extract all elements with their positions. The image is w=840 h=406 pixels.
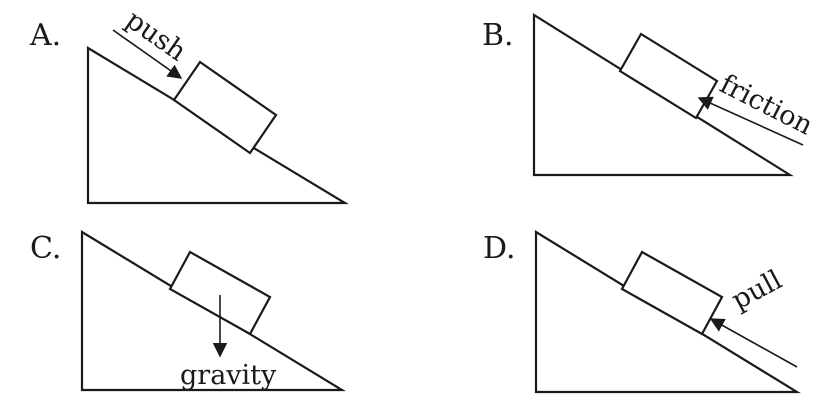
friction-label: friction xyxy=(715,69,818,142)
option-a-panel[interactable]: A. push xyxy=(29,4,349,205)
option-b-panel[interactable]: B. friction xyxy=(482,13,818,177)
option-d-letter: D. xyxy=(483,231,516,266)
block-c xyxy=(168,250,272,336)
option-c-letter: C. xyxy=(30,231,61,266)
option-c-panel[interactable]: C. gravity xyxy=(30,230,346,392)
block-d xyxy=(620,250,724,336)
block-b xyxy=(618,32,719,120)
push-label: push xyxy=(120,4,192,67)
option-b-letter: B. xyxy=(482,18,514,53)
option-d-panel[interactable]: D. pull xyxy=(483,230,801,394)
friction-arrow xyxy=(697,96,804,146)
pull-arrow xyxy=(709,318,798,368)
push-arrow xyxy=(112,29,183,79)
pull-label: pull xyxy=(727,264,787,316)
option-a-letter: A. xyxy=(29,18,61,53)
block-a xyxy=(172,60,278,155)
gravity-label: gravity xyxy=(180,360,277,391)
